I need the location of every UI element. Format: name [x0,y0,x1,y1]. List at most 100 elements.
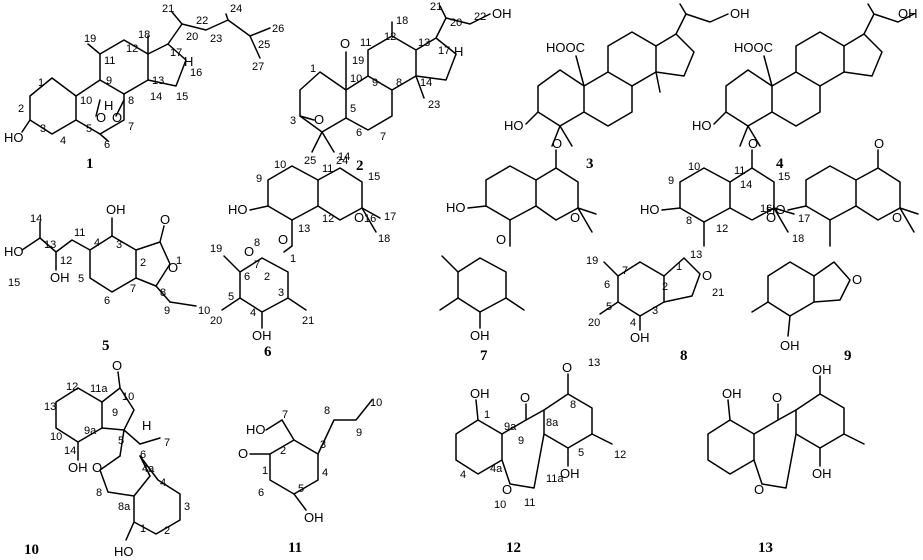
atom-number: 10 [50,431,62,443]
structure-13 [707,375,865,489]
atom-label: O [314,112,324,127]
atom-number: 4 [60,135,66,147]
atom-number: 5 [78,273,84,285]
atom-number: 8 [160,287,166,299]
atom-number: 7 [380,131,386,143]
atom-number: 6 [104,295,110,307]
atom-number: 4 [250,307,256,319]
atom-number: 11 [104,55,115,67]
atom-number: 8 [128,95,134,107]
structure-12 [455,373,613,489]
atom-number: 12 [614,449,626,461]
atom-number: 11a [90,383,108,395]
atom-number: 17 [438,45,450,57]
atom-label: OH [470,386,490,401]
atom-label: O [112,358,122,373]
atom-number: 21 [712,287,724,299]
atom-label: O [874,136,884,151]
atom-number: 9a [84,425,97,437]
atom-label: O [278,232,288,247]
atom-number: 17 [384,211,396,223]
atom-number: 14 [150,91,162,103]
atom-number: 16 [760,203,772,215]
atom-number: 20 [186,31,198,43]
atom-label: OH [50,270,70,285]
atom-number: 7 [622,265,628,277]
structure-9 [751,149,919,337]
atom-number: 12 [384,31,396,43]
atom-number: 25 [304,155,316,167]
atom-label: OH [812,362,832,377]
atom-number: 10 [198,305,210,317]
atom-number: 25 [258,39,270,51]
atom-number: 4a [490,463,503,475]
atom-number: 5 [298,483,304,495]
atom-number: 2 [18,103,24,115]
atom-number: 24 [336,155,348,167]
atom-number: 3 [320,439,326,451]
atom-number: 8 [96,487,102,499]
atom-number: 5 [606,301,612,313]
atom-number: 13 [690,249,702,261]
atom-number: 1 [140,523,146,535]
compound-label-7: 7 [480,348,488,364]
atom-number: 10 [274,159,286,171]
atom-number: 5 [86,123,92,135]
atom-label: OH [106,202,126,217]
compound-label-13: 13 [758,540,773,556]
atom-number: 6 [104,139,110,151]
atom-number: 20 [210,315,222,327]
atom-number: 4 [94,237,100,249]
atom-label: O [238,446,248,461]
atom-label: OH [470,328,490,343]
compound-label-2: 2 [356,158,364,174]
structure-1 [21,11,271,142]
atom-number: 9 [668,175,674,187]
atom-label: O [244,244,254,259]
atom-number: 9 [106,75,112,87]
atom-label: O [892,210,902,225]
compound-label-5: 5 [102,338,110,354]
atom-number: 26 [272,23,284,35]
atom-label: H [142,418,151,433]
atom-number: 11 [322,163,333,175]
atom-number: 1 [176,255,182,267]
atom-label: OH [780,338,800,353]
atom-number: 2 [140,257,146,269]
atom-number: 13 [588,357,600,369]
atom-label: HO [228,202,248,217]
atom-label: OH [560,466,580,481]
atom-number: 15 [8,277,20,289]
atom-number: 21 [430,1,442,13]
atom-number: 2 [264,271,270,283]
atom-label: O [92,460,102,475]
compound-label-9: 9 [844,348,852,364]
atom-label: HO [114,544,134,559]
atom-label: HO [4,244,24,259]
atom-label: HO [692,118,712,133]
atom-number: 23 [428,99,440,111]
atom-label: O [562,360,572,375]
atom-number: 9a [504,421,517,433]
atom-label: O [160,212,170,227]
atom-label: HO [446,200,466,215]
atom-number: 1 [290,253,296,265]
compound-label-11: 11 [288,540,302,556]
structure-10 [55,371,181,541]
atom-label: O [496,232,506,247]
atom-number: 13 [44,239,56,251]
atom-number: 19 [210,243,222,255]
structure-3 [525,3,729,147]
atom-number: 4a [142,463,155,475]
atom-number: 1 [676,261,682,273]
atom-number: 15 [368,171,380,183]
atom-number: 11 [524,497,535,509]
atom-label: H [454,44,463,59]
atom-number: 4 [160,477,166,489]
compound-label-12: 12 [506,540,521,556]
atom-label: O [552,136,562,151]
atom-number: 10 [370,397,382,409]
compound-label-10: 10 [24,542,39,558]
atom-number: 8 [396,77,402,89]
atom-number: 20 [450,17,462,29]
